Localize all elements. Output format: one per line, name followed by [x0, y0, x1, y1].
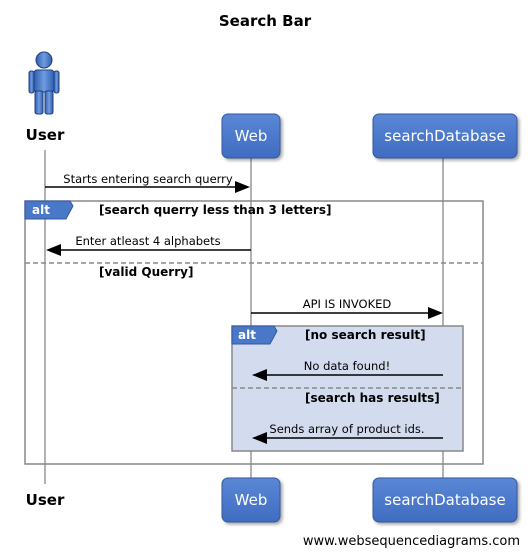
arrowhead-4: [252, 369, 267, 381]
inner-alt-condition-2: [search has results]: [305, 391, 440, 405]
web-participant-top: Web: [221, 113, 281, 159]
user-label-bottom: User: [26, 491, 65, 509]
message-label-3: API IS INVOKED: [303, 297, 392, 311]
arrowhead-1: [235, 181, 250, 193]
message-label-4: No data found!: [304, 359, 390, 373]
web-label-bottom: Web: [235, 491, 268, 509]
arrowhead-2: [46, 244, 61, 256]
watermark: www.websequencediagrams.com: [303, 534, 520, 549]
user-label-top: User: [26, 126, 65, 144]
diagram-title: Search Bar: [219, 12, 312, 30]
outer-alt-condition-2: [valid Querry]: [99, 265, 193, 279]
search-database-participant-top: searchDatabase: [372, 113, 518, 159]
arrowhead-3: [428, 307, 443, 319]
inner-alt-condition-1: [no search result]: [305, 328, 426, 342]
search-database-participant-bottom: searchDatabase: [372, 477, 518, 523]
inner-alt-tag: [231, 325, 278, 345]
search-database-label-bottom: searchDatabase: [384, 491, 505, 509]
outer-alt-fragment: [24, 200, 484, 465]
web-participant-bottom: Web: [221, 477, 281, 523]
user-actor-icon: [28, 51, 60, 115]
arrowhead-5: [252, 432, 267, 444]
outer-alt-condition-1: [search querry less than 3 letters]: [99, 203, 331, 217]
outer-alt-operator: alt: [32, 203, 50, 217]
web-label-top: Web: [235, 127, 268, 145]
message-label-5: Sends array of product ids.: [269, 422, 424, 436]
search-database-label-top: searchDatabase: [384, 127, 505, 145]
message-label-2: Enter atleast 4 alphabets: [75, 234, 220, 248]
message-label-1: Starts entering search querry: [63, 172, 233, 186]
outer-alt-tag: [24, 200, 74, 220]
inner-alt-operator: alt: [238, 328, 256, 342]
